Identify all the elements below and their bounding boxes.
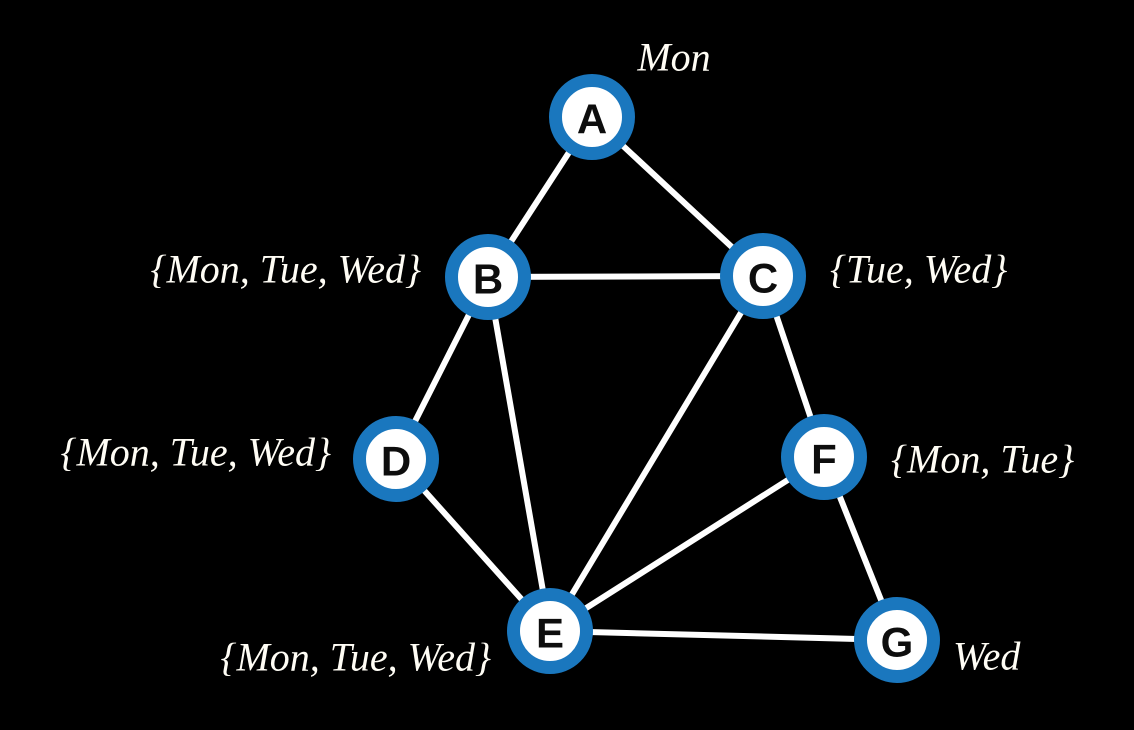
node-B-letter: B bbox=[473, 256, 503, 303]
node-G-circle bbox=[854, 597, 940, 683]
domain-label-A: Mon bbox=[636, 35, 710, 80]
node-F: F bbox=[781, 414, 867, 500]
domain-label-F: {Mon, Tue} bbox=[891, 437, 1074, 482]
node-E: E bbox=[507, 588, 593, 674]
domain-label-C: {Tue, Wed} bbox=[830, 247, 1007, 292]
node-A-letter: A bbox=[577, 96, 607, 143]
edge-C-E bbox=[547, 273, 766, 634]
node-C-circle bbox=[720, 233, 806, 319]
edge-E-G bbox=[547, 628, 900, 643]
domain-label-E: {Mon, Tue, Wed} bbox=[220, 635, 491, 680]
domain-label-D: {Mon, Tue, Wed} bbox=[60, 430, 331, 475]
node-A-circle bbox=[549, 74, 635, 160]
node-G: G bbox=[854, 597, 940, 683]
node-C: C bbox=[720, 233, 806, 319]
node-A: A bbox=[549, 74, 635, 160]
edge-E-F bbox=[547, 454, 827, 634]
domain-labels-layer: Mon {Mon, Tue, Wed} {Tue, Wed} {Mon, Tue, W… bbox=[60, 35, 1074, 680]
domain-label-B: {Mon, Tue, Wed} bbox=[150, 247, 421, 292]
node-B-circle bbox=[445, 234, 531, 320]
edge-B-E bbox=[485, 274, 553, 634]
node-E-letter: E bbox=[536, 610, 564, 657]
node-E-circle bbox=[507, 588, 593, 674]
node-D-circle bbox=[353, 416, 439, 502]
node-F-circle bbox=[781, 414, 867, 500]
node-D: D bbox=[353, 416, 439, 502]
node-B: B bbox=[445, 234, 531, 320]
node-G-letter: G bbox=[881, 619, 914, 666]
node-F-letter: F bbox=[811, 436, 837, 483]
node-D-letter: D bbox=[381, 438, 411, 485]
edges-layer bbox=[393, 114, 900, 643]
nodes-layer: A B C D E F G bbox=[353, 74, 940, 683]
node-C-letter: C bbox=[748, 255, 778, 302]
domain-label-G: Wed bbox=[953, 634, 1021, 679]
edge-B-C bbox=[485, 273, 766, 280]
